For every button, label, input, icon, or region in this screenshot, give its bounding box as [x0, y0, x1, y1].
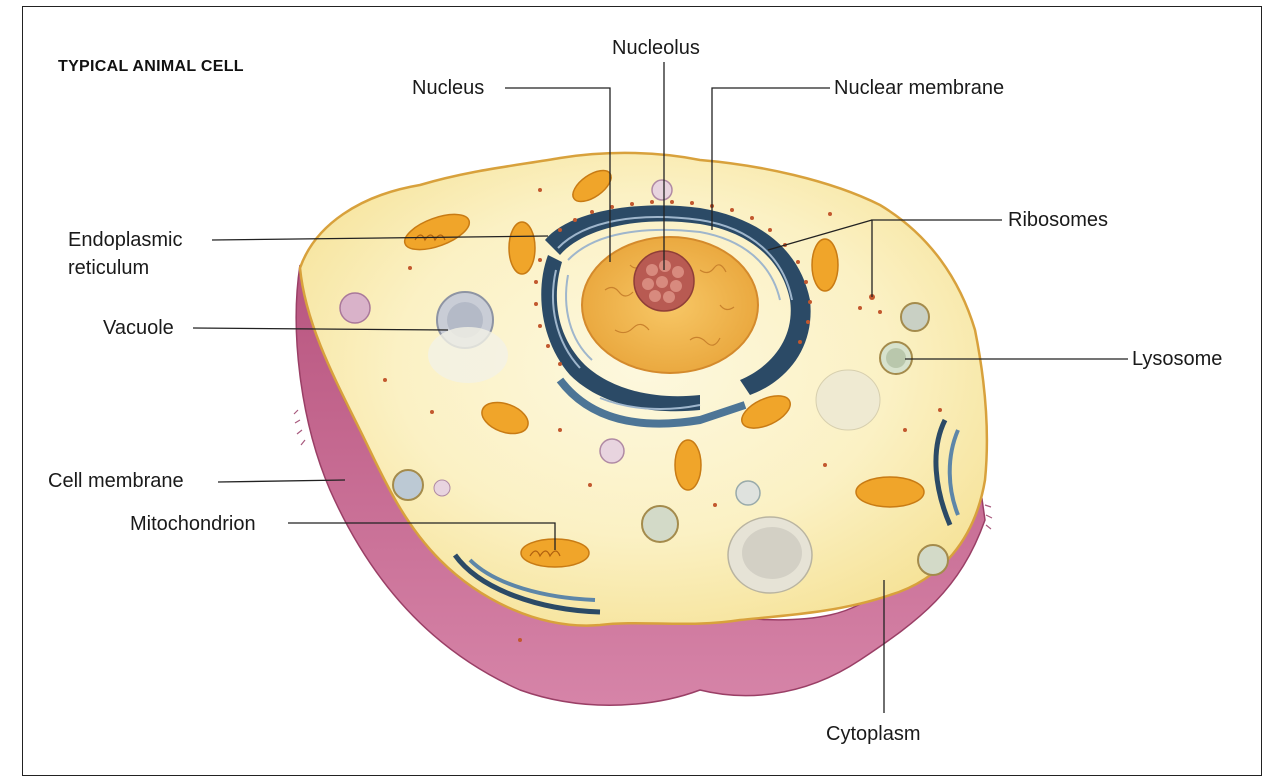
- label-er-line2: reticulum: [68, 255, 149, 281]
- label-mitochondrion: Mitochondrion: [130, 511, 256, 537]
- label-nucleus: Nucleus: [412, 75, 484, 101]
- label-cytoplasm: Cytoplasm: [826, 721, 920, 747]
- label-cell-membrane: Cell membrane: [48, 468, 184, 494]
- label-er-line1: Endoplasmic: [68, 227, 183, 253]
- label-nuclear-membrane: Nuclear membrane: [834, 75, 1004, 101]
- diagram-title: TYPICAL ANIMAL CELL: [58, 58, 244, 76]
- label-nucleolus: Nucleolus: [612, 35, 700, 61]
- label-lysosome: Lysosome: [1132, 346, 1222, 372]
- label-vacuole: Vacuole: [103, 315, 174, 341]
- label-ribosomes: Ribosomes: [1008, 207, 1108, 233]
